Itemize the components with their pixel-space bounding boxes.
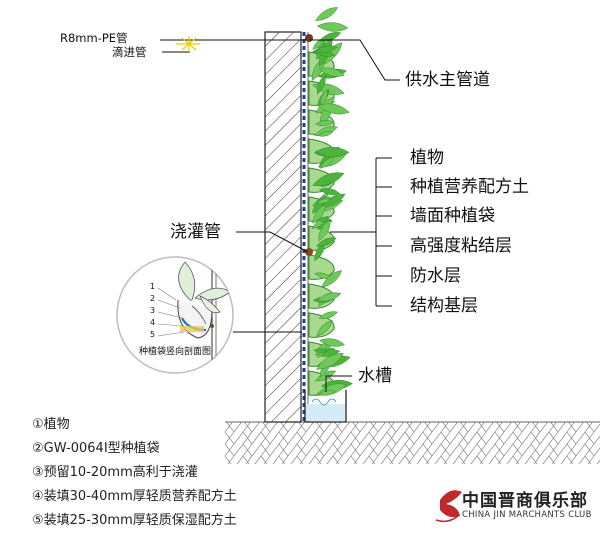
leaf xyxy=(314,45,338,54)
leaf xyxy=(318,311,339,319)
leaf xyxy=(321,270,343,288)
inset-number-5: 5 xyxy=(150,330,156,339)
leaf xyxy=(312,203,327,224)
wall-layers xyxy=(300,32,309,422)
leaf xyxy=(312,172,345,186)
note-2: ②GW-0064Ⅰ型种植袋 xyxy=(32,441,160,456)
leaf xyxy=(313,348,329,353)
inset-number-3: 3 xyxy=(150,306,156,315)
inset-number-2: 2 xyxy=(150,294,156,303)
irrigation-pipe-outlet xyxy=(305,248,313,256)
note-1: ①植物 xyxy=(32,417,70,432)
drip-pipe-label: 滴进管 xyxy=(112,45,147,59)
leaf xyxy=(316,292,342,302)
leaf xyxy=(318,188,341,196)
pe-pipe-label: R8mm-PE管 xyxy=(60,31,128,45)
brand-name-en: CHINA JIN MARCHANTS CLUB xyxy=(462,510,592,520)
brand-name-cn: 中国晋商俱乐部 xyxy=(462,491,588,511)
leaf xyxy=(314,120,335,127)
layer-label-3: 墙面种植袋 xyxy=(410,206,495,226)
layer-label-4: 高强度粘结层 xyxy=(410,236,512,256)
layer-label-6: 结构基层 xyxy=(410,296,478,316)
leaf xyxy=(316,198,331,204)
leaf xyxy=(317,103,350,115)
structural-wall xyxy=(264,31,302,423)
leaf xyxy=(318,219,331,242)
leaf xyxy=(319,156,335,169)
ground-section xyxy=(225,421,600,464)
inset-number-4: 4 xyxy=(150,318,156,327)
water-tank xyxy=(304,390,347,423)
leaf xyxy=(315,237,337,247)
water-tank-label: 水槽 xyxy=(358,366,392,386)
leaf xyxy=(314,146,350,158)
plant-foliage xyxy=(311,7,353,396)
leaf xyxy=(316,319,333,337)
inset-caption: 种植袋竖向剖面图 xyxy=(139,347,212,357)
irrigation-pipe-label: 浇灌管 xyxy=(170,222,221,242)
main-pipe-label: 供水主管道 xyxy=(405,70,490,90)
layer-label-2: 种植营养配方土 xyxy=(410,177,529,197)
leaf xyxy=(317,130,334,137)
leaf xyxy=(318,389,336,396)
brand-logo-icon xyxy=(435,490,462,523)
inset-number-1: 1 xyxy=(150,282,156,291)
layer-label-1: 植物 xyxy=(410,148,444,168)
leaf xyxy=(316,353,344,370)
note-3: ③预留10-20mm高利于浇灌 xyxy=(32,465,198,480)
layer-label-5: 防水层 xyxy=(410,266,461,286)
note-4: ④装填30-40mm厚轻质营养配方土 xyxy=(32,489,237,504)
note-5: ⑤装填25-30mm厚轻质保湿配方土 xyxy=(32,513,237,528)
leaf xyxy=(315,7,339,21)
leaf xyxy=(318,32,342,42)
drip-emitter-icon xyxy=(176,36,200,52)
leaf xyxy=(318,67,345,77)
main-pipe-outlet xyxy=(305,34,313,42)
leaf xyxy=(318,338,346,347)
leaf xyxy=(316,74,326,95)
leaf xyxy=(316,22,349,32)
inset-section-view xyxy=(116,256,234,374)
